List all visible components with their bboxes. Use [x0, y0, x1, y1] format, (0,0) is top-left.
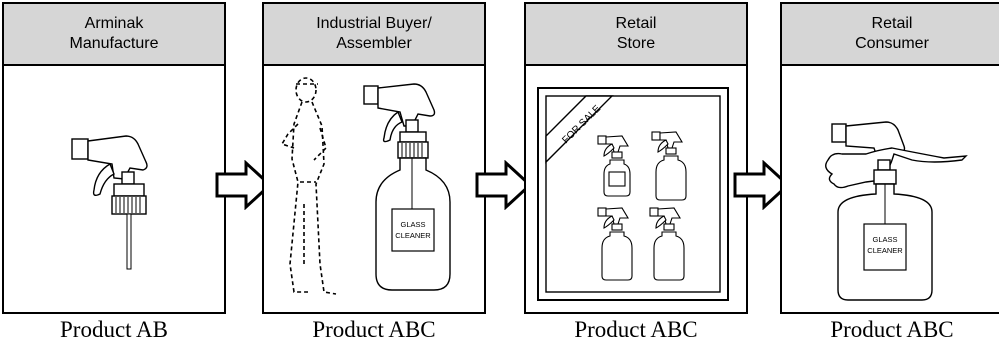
hand-spraying-icon: GLASS CLEANER [825, 121, 968, 301]
bottle-label-line1: GLASS [872, 235, 897, 244]
bottle-label-line1: GLASS [400, 220, 425, 229]
stage-title: Retail Consumer [855, 15, 929, 52]
trigger-sprayer-icon [71, 135, 148, 270]
stage-title: Industrial Buyer/ Assembler [316, 15, 432, 52]
stage-panel-manufacture: Arminak Manufacture [2, 2, 226, 314]
flow-arrow-icon [475, 160, 533, 210]
stage-caption: Product AB [60, 317, 168, 342]
display-bottles [597, 131, 687, 281]
stage-header: Retail Store [526, 4, 746, 66]
flow-arrow-icon [733, 160, 791, 210]
stage-title: Arminak Manufacture [69, 15, 159, 52]
stage-panel-consumer: Retail Consumer GLASS CLEANER [780, 2, 999, 314]
spray-bottle-icon: GLASS CLEANER [363, 83, 451, 291]
assembler-illustration: GLASS CLEANER [280, 77, 451, 295]
bottle-label-line2: CLEANER [395, 231, 431, 240]
stage-panel-retail-store: Retail Store FOR SALE [524, 2, 748, 314]
bottle-label-line2: CLEANER [867, 246, 903, 255]
stage-caption: Product ABC [312, 317, 436, 342]
worker-icon [280, 77, 337, 295]
stage-header: Industrial Buyer/ Assembler [264, 4, 484, 66]
flow-arrow-icon [215, 160, 273, 210]
stage-caption: Product ABC [574, 317, 698, 342]
stage-header: Arminak Manufacture [4, 4, 224, 66]
stage-panel-assembler: Industrial Buyer/ Assembler [262, 2, 486, 314]
stage-caption: Product ABC [830, 317, 954, 342]
display-case-icon: FOR SALE [537, 87, 729, 301]
stage-title: Retail Store [615, 15, 657, 52]
stage-header: Retail Consumer [782, 4, 999, 66]
